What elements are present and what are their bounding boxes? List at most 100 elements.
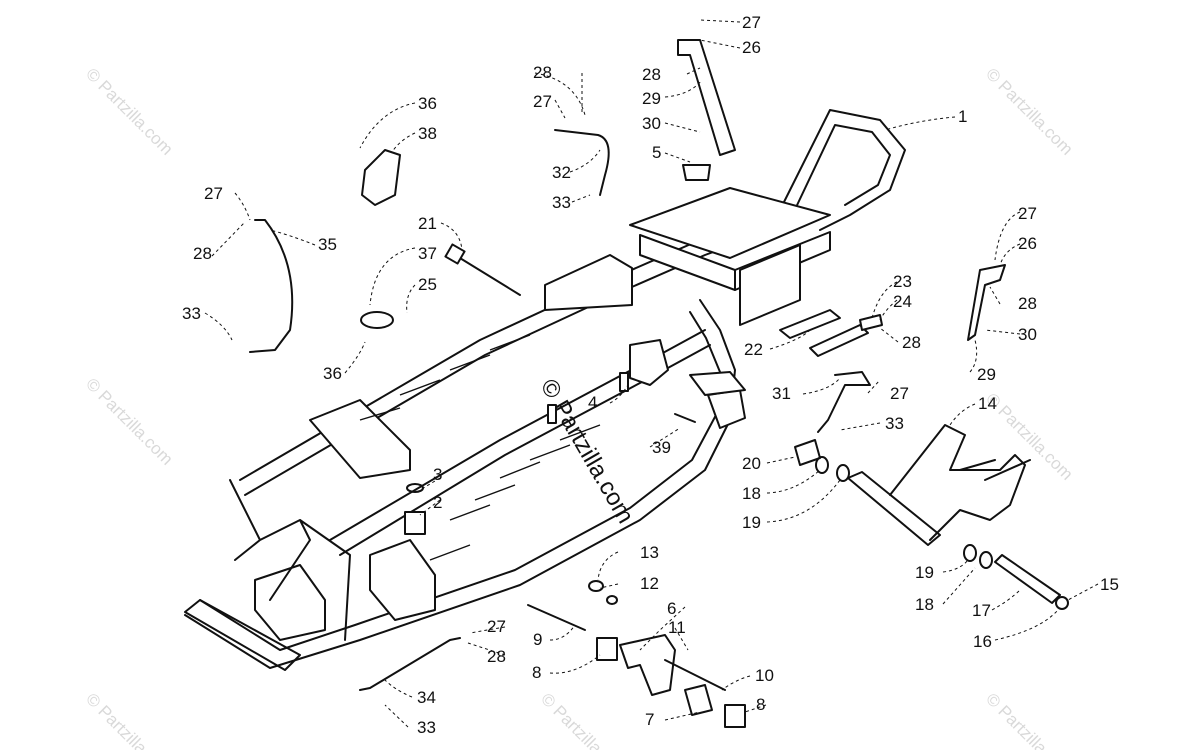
leader-lines [204,19,1099,728]
long-bolt-21 [454,254,521,296]
bracket-6 [619,634,676,696]
sleeve-17 [994,554,1061,604]
ground-strap-31 [817,371,871,433]
callout-34: 34 [417,688,436,707]
callout-27f: 27 [487,617,506,636]
callout-22: 22 [744,340,763,359]
spacer-7 [684,684,713,716]
callout-23: 23 [893,272,912,291]
washer-12 [606,595,618,605]
clamp-37 [360,311,394,329]
callout-35: 35 [318,235,337,254]
washer-18b [979,551,993,569]
bolt-39 [674,413,696,423]
side-bracket-29 [967,264,1006,341]
callout-39: 39 [652,438,671,457]
watermark-top-right: © Partzilla.com [982,64,1076,158]
callout-26a: 26 [742,38,761,57]
bumper-stop [682,164,711,181]
top-bracket [677,39,736,156]
callout-36a: 36 [418,94,437,113]
watermarks: © Partzilla.com © Partzilla.com © Partzi… [82,64,1076,750]
callout-33d: 33 [417,718,436,737]
watermark-top-left: © Partzilla.com [82,64,176,158]
callout-3: 3 [433,465,442,484]
bolt-10 [664,659,726,691]
callout-19b: 19 [915,563,934,582]
callout-32: 32 [552,163,571,182]
callout-27e: 27 [890,384,909,403]
callout-29b: 29 [977,365,996,384]
callout-21: 21 [418,214,437,233]
plates-22 [779,309,841,339]
callout-27d: 27 [204,184,223,203]
callout-38: 38 [418,124,437,143]
callout-25: 25 [418,275,437,294]
callout-33c: 33 [182,304,201,323]
callout-17: 17 [972,601,991,620]
callout-8a: 8 [532,663,541,682]
pin-4a [619,372,629,392]
callout-28a: 28 [642,65,661,84]
frame-assembly [184,109,906,671]
watermark-center: © Partzilla.com [535,375,639,529]
swing-arm-14 [847,471,941,546]
callout-9: 9 [533,630,542,649]
callout-labels: 1 2 3 4 5 6 7 8 8 9 10 11 12 13 14 15 16… [182,13,1119,737]
callout-36b: 36 [323,364,342,383]
ground-strap-34 [359,637,461,691]
nut-15 [1055,596,1069,610]
callout-7: 7 [645,710,654,729]
callout-33a: 33 [552,193,571,212]
callout-28b: 28 [533,63,552,82]
washer-19b [963,544,977,562]
callout-19a: 19 [742,513,761,532]
callout-1: 1 [958,107,967,126]
callout-15: 15 [1100,575,1119,594]
bushing-2 [404,511,426,535]
callout-28c: 28 [193,244,212,263]
callout-8b: 8 [756,695,765,714]
callout-12: 12 [640,574,659,593]
callout-33b: 33 [885,414,904,433]
callout-28f: 28 [487,647,506,666]
callout-30a: 30 [642,114,661,133]
callout-16: 16 [973,632,992,651]
callout-2: 2 [433,493,442,512]
callout-6: 6 [667,599,676,618]
callout-14: 14 [978,394,997,413]
callout-10: 10 [755,666,774,685]
watermark-mid-left: © Partzilla.com [82,374,176,468]
callout-30b: 30 [1018,325,1037,344]
bushing-8b [724,704,746,728]
ground-strap-32 [554,129,610,196]
cover-38 [361,149,401,206]
watermark-bottom-left: © Partzilla.com [82,689,176,750]
washer-19a [836,464,850,482]
bolt-9 [527,604,586,631]
nut-13 [588,580,604,592]
callout-18a: 18 [742,484,761,503]
watermark-bottom-mid: © Partzilla.com [537,689,631,750]
callout-20: 20 [742,454,761,473]
callout-18b: 18 [915,595,934,614]
callout-29a: 29 [642,89,661,108]
callout-28e: 28 [902,333,921,352]
ground-strap-35 [249,219,294,353]
hardware-parts [249,39,1069,728]
callout-37: 37 [418,244,437,263]
washer-18a [815,456,829,474]
callout-27b: 27 [1018,204,1037,223]
watermark-bottom-right: © Partzilla.com [982,689,1076,750]
callout-4: 4 [588,393,597,412]
callout-13: 13 [640,543,659,562]
callout-26b: 26 [1018,234,1037,253]
callout-11: 11 [668,618,686,637]
callout-27a: 27 [742,13,761,32]
bushing-8a [596,637,618,661]
pin-4b [547,404,557,424]
callout-27c: 27 [533,92,552,111]
callout-5: 5 [652,143,661,162]
callout-28d: 28 [1018,294,1037,313]
